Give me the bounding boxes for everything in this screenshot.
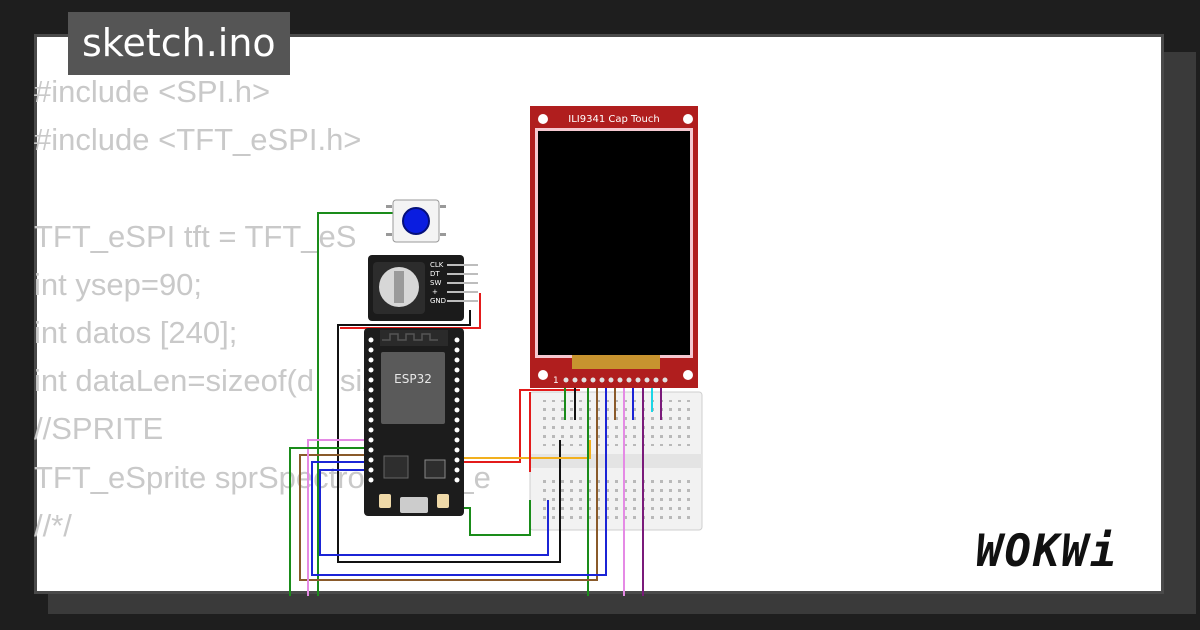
encoder-pin-label: + [432,288,438,296]
display-label: ILI9341 Cap Touch [568,114,659,125]
esp32-label: ESP32 [394,372,432,386]
encoder-pin-label: DT [430,270,440,278]
rotary-encoder[interactable]: CLK DT SW + GND [368,255,478,321]
push-button[interactable] [386,199,446,243]
code-line: //*/ [34,507,72,543]
breadboard [529,391,703,531]
code-line: TFT_eSPI tft = TFT_eS [34,218,357,254]
usb-port [400,497,428,513]
display-screen [538,131,690,355]
sketch-filename-tag: sketch.ino [68,12,290,75]
encoder-pin-label: SW [430,279,441,287]
code-line: int ysep=90; [34,266,203,302]
code-preview: #include <SPI.h> #include <TFT_eSPI.h> T… [34,68,491,550]
code-line: #include <SPI.h> [34,74,271,109]
encoder-pin-label: CLK [430,261,444,269]
display-pin1-label: 1 [553,376,559,386]
wokwi-logo: WOKWi [976,526,1119,577]
code-line: //SPRITE [34,411,164,447]
code-line: int datos [240]; [34,314,238,350]
encoder-pin-label: GND [430,297,446,305]
ili9341-display[interactable]: ILI9341 Cap Touch 1 [530,106,698,388]
button-cap[interactable] [402,207,430,235]
code-line: #include <TFT_eSPI.h> [34,122,362,158]
esp32-board[interactable]: ESP32 [364,328,464,516]
